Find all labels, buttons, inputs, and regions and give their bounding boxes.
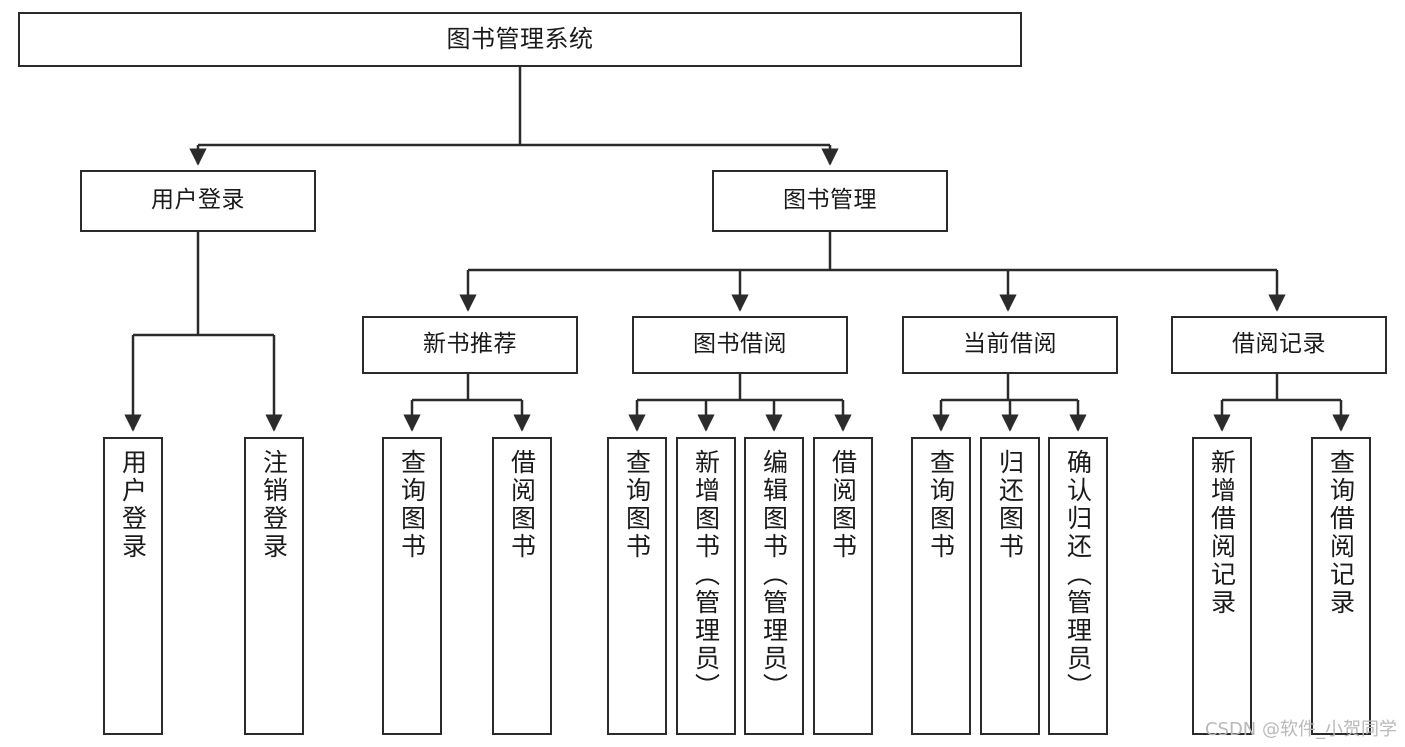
node-leaf-query-book-recommend[interactable]: 查询图书 bbox=[382, 437, 442, 735]
node-label: 图书借阅 bbox=[693, 331, 787, 358]
node-book-management[interactable]: 图书管理 bbox=[712, 170, 948, 232]
node-label: 借阅图书 bbox=[507, 449, 537, 561]
node-leaf-query-book-current[interactable]: 查询图书 bbox=[911, 437, 971, 735]
node-label: 查询借阅记录 bbox=[1326, 449, 1356, 617]
node-label: 新增借阅记录 bbox=[1207, 449, 1237, 617]
node-leaf-add-book-admin[interactable]: 新增图书（管理员） bbox=[676, 437, 736, 735]
node-current-borrow[interactable]: 当前借阅 bbox=[902, 316, 1118, 374]
node-label: 查询图书 bbox=[622, 449, 652, 561]
node-leaf-query-borrow-record[interactable]: 查询借阅记录 bbox=[1311, 437, 1371, 735]
node-label: 查询图书 bbox=[397, 449, 427, 561]
node-label: 借阅图书 bbox=[828, 449, 858, 561]
node-leaf-query-book-borrow[interactable]: 查询图书 bbox=[607, 437, 667, 735]
node-label: 用户登录 bbox=[118, 449, 148, 561]
node-user-login[interactable]: 用户登录 bbox=[80, 170, 316, 232]
node-label: 新书推荐 bbox=[423, 331, 517, 358]
node-leaf-add-borrow-record[interactable]: 新增借阅记录 bbox=[1192, 437, 1252, 735]
node-label: 新增图书（管理员） bbox=[691, 449, 721, 701]
watermark-text: CSDN @软件_小贺同学 bbox=[1204, 719, 1397, 740]
node-leaf-borrow-book-recommend[interactable]: 借阅图书 bbox=[492, 437, 552, 735]
node-borrow-record[interactable]: 借阅记录 bbox=[1171, 316, 1387, 374]
node-book-borrow[interactable]: 图书借阅 bbox=[632, 316, 848, 374]
node-leaf-edit-book-admin[interactable]: 编辑图书（管理员） bbox=[744, 437, 804, 735]
node-leaf-borrow-book[interactable]: 借阅图书 bbox=[813, 437, 873, 735]
node-label: 借阅记录 bbox=[1232, 331, 1326, 358]
node-label: 注销登录 bbox=[259, 449, 289, 561]
node-leaf-confirm-return-admin[interactable]: 确认归还（管理员） bbox=[1048, 437, 1108, 735]
node-label: 用户登录 bbox=[151, 187, 245, 214]
node-label: 编辑图书（管理员） bbox=[759, 449, 789, 701]
node-label: 当前借阅 bbox=[963, 331, 1057, 358]
node-label: 归还图书 bbox=[995, 449, 1025, 561]
node-label: 查询图书 bbox=[926, 449, 956, 561]
node-leaf-return-book[interactable]: 归还图书 bbox=[980, 437, 1040, 735]
node-root-book-management-system[interactable]: 图书管理系统 bbox=[18, 12, 1022, 67]
node-label: 图书管理 bbox=[783, 187, 877, 214]
node-leaf-logout-login[interactable]: 注销登录 bbox=[244, 437, 304, 735]
node-label: 图书管理系统 bbox=[446, 25, 594, 54]
node-label: 确认归还（管理员） bbox=[1063, 449, 1093, 701]
node-new-book-recommend[interactable]: 新书推荐 bbox=[362, 316, 578, 374]
node-leaf-user-login[interactable]: 用户登录 bbox=[103, 437, 163, 735]
